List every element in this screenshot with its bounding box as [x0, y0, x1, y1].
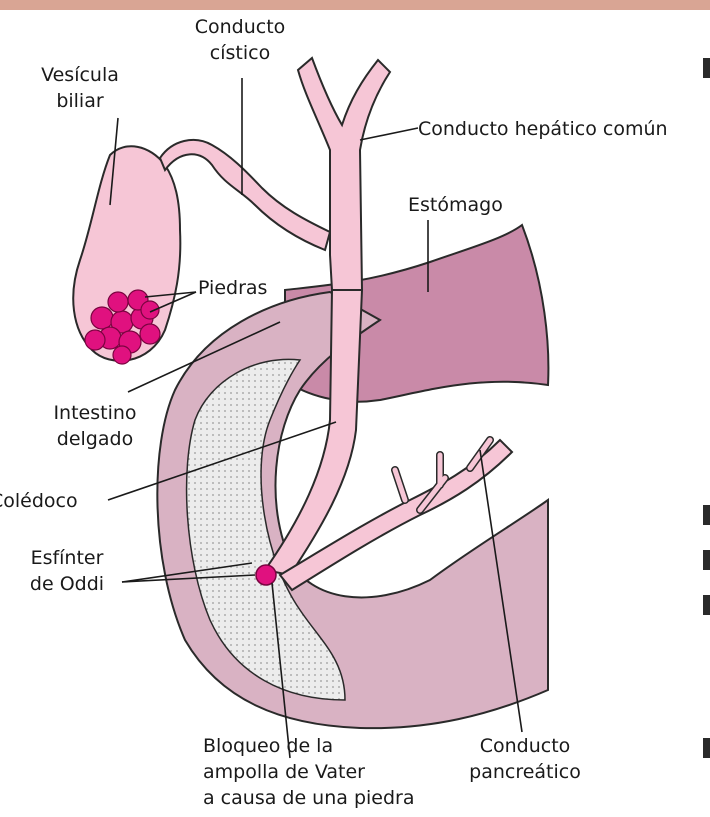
clipped-text-mark: [703, 505, 710, 525]
label-esfinter-de-oddi: Esfínter de Oddi: [12, 545, 122, 597]
label-conducto-pancreatico: Conducto pancreático: [460, 733, 590, 785]
label-conducto-cistico: Conducto cístico: [180, 14, 300, 66]
label-intestino-delgado: Intestino delgado: [30, 400, 160, 452]
ampulla-stone: [256, 565, 276, 585]
hepatic-duct: [298, 58, 390, 290]
label-bloqueo-ampolla: Bloqueo de la ampolla de Vater a causa d…: [203, 733, 415, 811]
label-estomago: Estómago: [408, 192, 503, 218]
label-conducto-hepatico-comun: Conducto hepático común: [418, 116, 668, 142]
clipped-text-mark: [703, 595, 710, 615]
label-piedras: Piedras: [198, 275, 267, 301]
clipped-text-mark: [703, 738, 710, 758]
clipped-text-mark: [703, 58, 710, 78]
label-vesicula-biliar: Vesícula biliar: [10, 62, 150, 114]
clipped-text-mark: [703, 550, 710, 570]
label-coledoco: Colédoco: [0, 488, 78, 514]
cystic-duct: [160, 140, 330, 250]
